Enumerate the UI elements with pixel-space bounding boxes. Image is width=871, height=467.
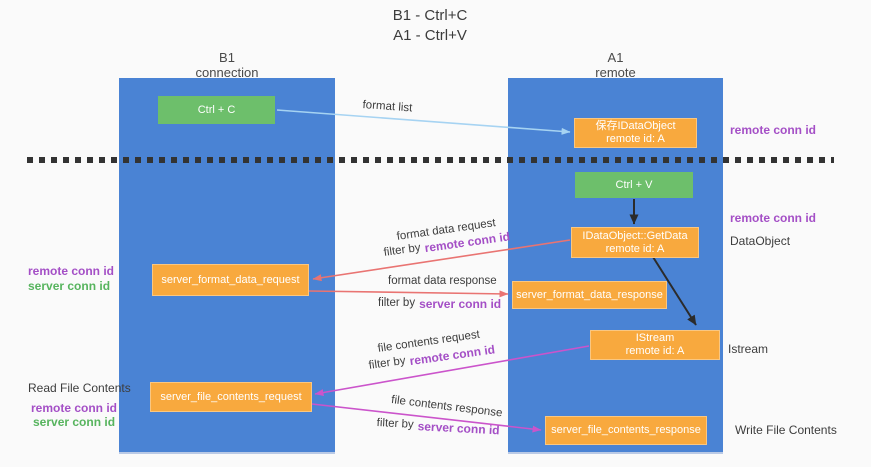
- read-file-contents-label: Read File Contents: [28, 381, 131, 395]
- lane-b1-subtitle: connection: [195, 65, 259, 80]
- server-format-data-request-label: server_format_data_request: [161, 273, 300, 286]
- server-format-data-request-box: server_format_data_request: [152, 264, 309, 296]
- ctrl-v-label: Ctrl + V: [615, 178, 653, 191]
- server-conn-id-text: server conn id: [419, 297, 502, 311]
- lane-a1-name: A1: [607, 50, 624, 65]
- istream-side-label: Istream: [728, 342, 769, 356]
- dashed-divider: [27, 157, 834, 163]
- file-contents-response-label: file contents response: [390, 394, 504, 420]
- dataobject-label: DataObject: [730, 234, 791, 248]
- save-dataobject-box: 保存IDataObject remote id: A: [574, 118, 697, 148]
- lane-header-b1: B1 connection: [119, 50, 335, 80]
- istream-box: IStream remote id: A: [590, 330, 720, 360]
- left-server-conn-id-label-1: server conn id: [28, 279, 111, 293]
- left-server-conn-id-label-2: server conn id: [33, 415, 116, 429]
- filter-by-text: filter by: [376, 417, 415, 431]
- server-conn-id-text: server conn id: [417, 419, 500, 438]
- lane-b1-name: B1: [219, 50, 235, 65]
- server-file-contents-response-label: server_file_contents_response: [551, 424, 701, 436]
- save-dataobject-line2: remote id: A: [606, 133, 665, 145]
- format-list-label: format list: [362, 99, 413, 115]
- title-line-1: B1 - Ctrl+C: [392, 7, 468, 24]
- right-remote-conn-id-label-2: remote conn id: [730, 211, 817, 225]
- save-dataobject-line1: 保存IDataObject: [595, 120, 676, 132]
- lane-a1-subtitle: remote: [595, 65, 636, 80]
- diagram-title: B1 - Ctrl+C A1 - Ctrl+V: [280, 6, 580, 46]
- server-format-data-response-label: server_format_data_response: [516, 288, 663, 301]
- server-format-data-response-box: server_format_data_response: [512, 281, 667, 309]
- write-file-contents-label: Write File Contents: [735, 423, 837, 437]
- filter-by-text: filter by: [383, 241, 422, 259]
- ctrl-c-label: Ctrl + C: [197, 103, 236, 116]
- getdata-box: IDataObject::GetData remote id: A: [571, 227, 699, 258]
- filter-by-text: filter by: [378, 297, 416, 309]
- right-remote-conn-id-label-1: remote conn id: [730, 123, 817, 137]
- format-response-arrow: [308, 290, 509, 298]
- ctrl-c-box: Ctrl + C: [158, 96, 275, 124]
- lane-header-a1: A1 remote: [508, 50, 723, 80]
- filter-by-text: filter by: [368, 354, 407, 372]
- istream-line1: IStream: [635, 332, 675, 344]
- ctrl-v-box: Ctrl + V: [575, 172, 693, 198]
- getdata-line1: IDataObject::GetData: [582, 229, 688, 242]
- getdata-line2: remote id: A: [605, 242, 665, 255]
- left-remote-conn-id-label-1: remote conn id: [28, 264, 115, 278]
- server-file-contents-request-box: server_file_contents_request: [150, 382, 312, 412]
- file-response-filter-label: filter by server conn id: [376, 417, 500, 437]
- format-response-filter-label: filter by server conn id: [378, 297, 501, 311]
- title-line-2: A1 - Ctrl+V: [393, 27, 467, 44]
- server-file-contents-response-box: server_file_contents_response: [545, 416, 707, 445]
- server-file-contents-request-label: server_file_contents_request: [160, 390, 302, 403]
- format-data-response-label: format data response: [388, 275, 497, 287]
- left-remote-conn-id-label-2: remote conn id: [31, 401, 118, 415]
- istream-line2: remote id: A: [625, 345, 685, 357]
